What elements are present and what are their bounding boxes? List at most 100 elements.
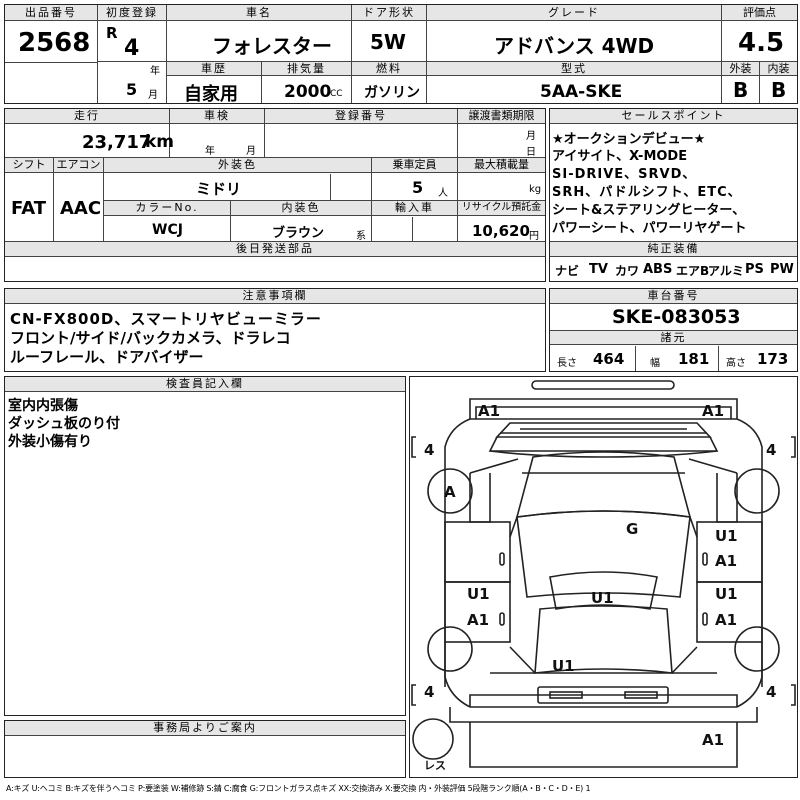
diagram-mark: U1 [552,657,575,675]
equipment-pw: PW [770,262,794,277]
length-label: 長さ [557,358,577,369]
diagram-mark: U1 [715,527,738,545]
legend: A:キズ U:ヘコミ B:キズを伴うヘコミ P:要塗装 W:補修跡 S:錆 C:… [6,784,591,793]
first-reg-year: 4 [124,36,140,61]
fuel-label: 燃料 [352,62,426,76]
max-load-label: 最大積載量 [458,158,545,173]
damage-diagram [409,376,798,778]
equipment-navi: ナビ [555,264,580,278]
capacity: 5 [412,178,424,197]
transfer-day-unit: 日 [526,147,536,158]
inspector-note-line: ダッシュ板のり付 [8,416,120,432]
sales-point-line: SRH、パドルシフト、ETC、 [552,185,742,200]
diagram-mark: U1 [591,589,614,607]
recycle: 10,620 [472,222,530,240]
displacement-label: 排気量 [262,62,351,76]
diagram-mark: U1 [467,585,490,603]
diagram-mark: U1 [715,585,738,603]
aircon-label: エアコン [54,158,103,173]
exterior-grade-label: 外装 [722,62,759,76]
model-code: 5AA-SKE [540,82,623,102]
sales-point-line: シート&ステアリングヒーター、 [552,203,746,218]
transfer-deadline-label: 譲渡書類期限 [458,109,545,124]
equipment-abs: ABS [643,262,673,277]
diagram-mark: レス [424,759,446,772]
first-reg-month: 5 [126,80,138,99]
notes-line: フロント/サイド/バックカメラ、ドラレコ [10,329,291,347]
car-name-label: 車名 [167,5,351,21]
office-notes-label: 事務局よりご案内 [5,721,405,736]
inspector-note-line: 室内内張傷 [8,398,78,414]
notes-label: 注意事項欄 [5,289,545,304]
height: 173 [757,350,789,368]
height-label: 高さ [726,358,746,369]
diagram-mark: A1 [702,402,724,420]
diagram-mark: A1 [715,552,737,570]
diagram-mark: A1 [702,731,724,749]
diagram-mark: G [626,520,638,538]
door-type: 5W [370,30,406,54]
interior-grade: B [771,78,787,102]
diagram-mark: 4 [424,683,434,701]
door-label: ドア形状 [352,5,426,21]
sales-point-line: ★オークションデビュー★ [552,132,706,147]
recycle-label: リサイクル預託金 [458,201,545,216]
displacement-unit: CC [330,89,343,99]
chassis-label: 車台番号 [550,289,797,304]
exterior-color-label: 外装色 [104,158,371,173]
inspector-notes-label: 検査員記入欄 [5,377,405,392]
transfer-month-unit: 月 [526,131,536,142]
inspection-year-unit: 年 [205,146,215,157]
inspector-note-line: 外装小傷有り [8,434,92,450]
chassis-number: SKE-083053 [612,306,741,328]
capacity-label: 乗車定員 [372,158,457,173]
grade-label: グレード [427,5,721,21]
score: 4.5 [738,28,785,58]
color-no-label: カラーNo. [104,201,230,216]
grade: アドバンス 4WD [494,34,655,58]
inspector-notes-block [4,376,406,716]
inspection-label: 車検 [170,109,264,124]
mileage-label: 走行 [5,109,169,124]
history: 自家用 [184,84,238,105]
equipment-tv: TV [589,262,608,277]
color-no: WCJ [152,222,183,238]
displacement: 2000 [284,82,332,102]
equipment-ps: PS [745,262,764,277]
diagram-mark: 4 [424,441,434,459]
notes-line: CN-FX800D、スマートリヤビューミラー [10,310,322,328]
width-label: 幅 [650,358,660,369]
diagram-mark: A1 [478,402,500,420]
car-outline-diagram: A1 A1 4 4 4 4 A G U1 A1 U1 A1 U1 U1 A1 A… [411,380,796,772]
diagram-mark: 4 [766,441,776,459]
model-code-label: 型式 [427,62,721,76]
genuine-equipment-label: 純正装備 [550,242,797,257]
equipment-leather: カワ [615,264,640,278]
equipment-airbag: エアB [676,264,710,278]
exterior-grade: B [733,78,749,102]
first-reg-month-unit: 月 [148,90,158,101]
interior-color: ブラウン [272,226,325,241]
recycle-unit: 円 [529,231,539,242]
inspection-month-unit: 月 [246,146,256,157]
score-label: 評価点 [722,5,797,21]
sales-point-line: SI-DRIVE、SRVD、 [552,167,697,182]
first-reg-era: R [106,24,118,42]
specs-label: 諸元 [550,331,797,345]
later-parts-label: 後日発送部品 [5,242,545,257]
notes-line: ルーフレール、ドアバイザー [10,348,204,366]
mileage-unit: km [145,132,175,152]
capacity-unit: 人 [438,188,448,199]
first-reg-label: 初度登録 [98,5,166,21]
max-load-unit: kg [529,184,542,195]
lot-number: 2568 [18,28,91,58]
diagram-mark: 4 [766,683,776,701]
width: 181 [678,350,710,368]
lot-label: 出品番号 [5,5,97,21]
exterior-color: ミドリ [196,180,242,198]
shift: FAT [11,198,47,219]
sales-point-line: パワーシート、パワーリヤゲート [552,221,747,236]
import-label: 輸入車 [372,201,457,216]
registration-no-label: 登録番号 [265,109,457,124]
first-reg-year-unit: 年 [150,66,160,77]
